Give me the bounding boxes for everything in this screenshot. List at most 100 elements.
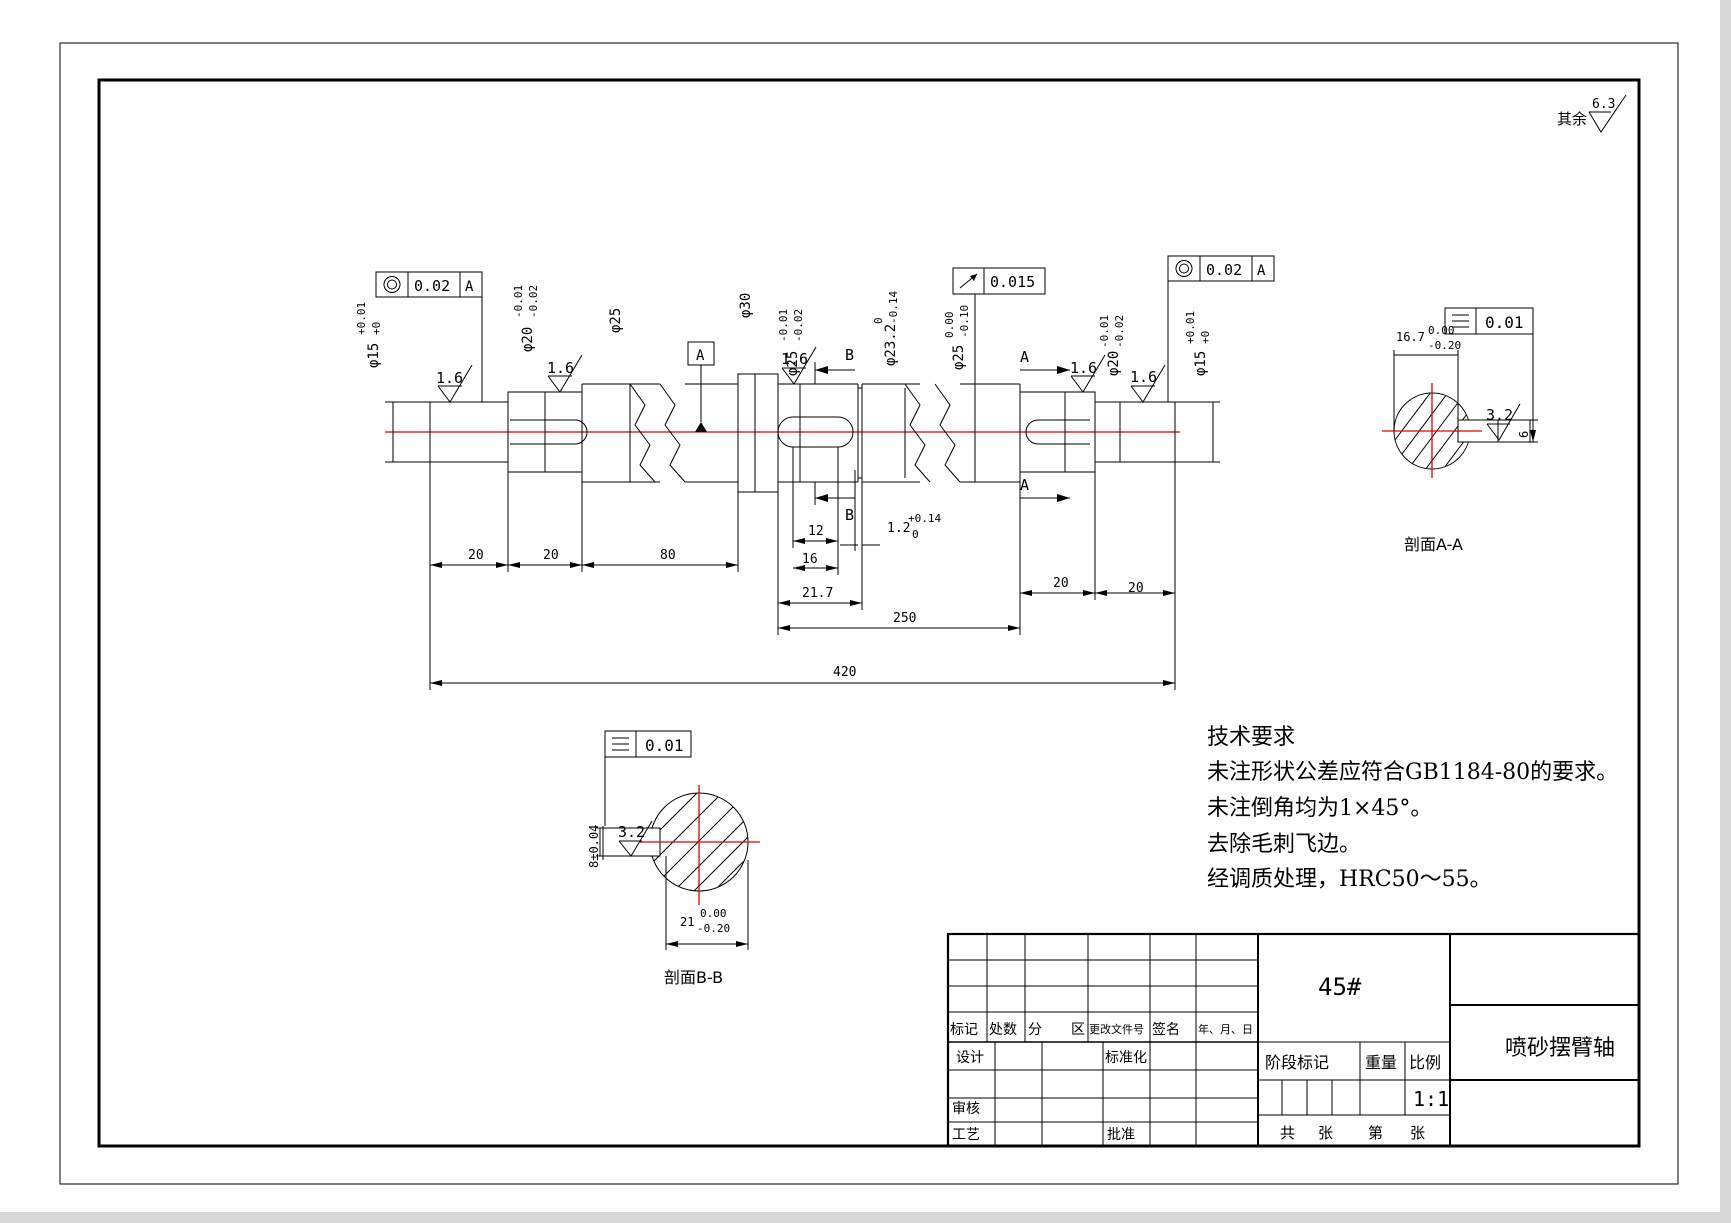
- svg-text:标记: 标记: [950, 1022, 978, 1038]
- svg-text:A: A: [1020, 476, 1029, 494]
- general-roughness: 其余 6.3: [1557, 94, 1627, 133]
- svg-text:张: 张: [1318, 1124, 1333, 1142]
- technical-requirements: 技术要求 未注形状公差应符合GB1184-80的要求。 未注倒角均为1×45°。…: [1207, 725, 1618, 892]
- dim-right-end: φ15: [1193, 351, 1209, 376]
- svg-text:B: B: [845, 346, 854, 364]
- keyway-slot: [777, 416, 854, 448]
- svg-text:3.2: 3.2: [1486, 406, 1513, 424]
- section-b-title: 剖面B-B: [664, 968, 723, 987]
- svg-text:420: 420: [833, 665, 856, 680]
- svg-text:重量: 重量: [1365, 1053, 1397, 1072]
- svg-text:6: 6: [1517, 431, 1531, 438]
- scale-value: 1:1: [1413, 1087, 1449, 1111]
- svg-text:张: 张: [1410, 1124, 1425, 1142]
- svg-text:A: A: [1257, 263, 1266, 279]
- svg-text:更改文件号: 更改文件号: [1089, 1022, 1144, 1036]
- roughness-1: 1.6: [436, 369, 463, 387]
- svg-text:比例: 比例: [1409, 1053, 1441, 1072]
- svg-text:0.00: 0.00: [1428, 324, 1455, 337]
- svg-text:20: 20: [1128, 581, 1144, 596]
- svg-text:共: 共: [1280, 1124, 1295, 1142]
- svg-text:-0.01: -0.01: [512, 285, 525, 318]
- gdt-mid: 0.015: [952, 267, 1046, 384]
- datum-label: A: [696, 348, 705, 364]
- svg-text:0.02: 0.02: [1206, 261, 1242, 279]
- svg-text:0.015: 0.015: [990, 273, 1035, 291]
- svg-text:20: 20: [468, 548, 484, 563]
- title-block: 45# 喷砂摆臂轴 标记 处数 分 区 更改文件号 签名 年、月、日 设计 标准…: [946, 932, 1641, 1148]
- svg-text:20: 20: [543, 548, 559, 563]
- svg-text:B: B: [845, 506, 854, 524]
- material: 45#: [1318, 973, 1362, 1001]
- roughness-2: 1.6: [547, 359, 574, 377]
- svg-text:工艺: 工艺: [952, 1127, 980, 1143]
- roughness-2-icon: [547, 354, 583, 393]
- roughness-5-icon: [1130, 364, 1166, 403]
- dim-right-phi25: φ25: [951, 345, 967, 370]
- svg-text:-0.10: -0.10: [958, 305, 971, 338]
- shaft-view: A φ15 +0.01 +0 φ20 -0.01 -0.02 φ25 φ30 φ…: [355, 255, 1275, 690]
- svg-text:20: 20: [1053, 576, 1069, 591]
- svg-text:+0: +0: [370, 322, 383, 335]
- concentricity-icon: [383, 276, 401, 293]
- svg-text:-0.20: -0.20: [697, 922, 730, 935]
- length-labels: 20 20 80 12 16 21.7 250 20 20 420 1.2 +0…: [468, 512, 1144, 680]
- concentricity-icon: [1175, 260, 1193, 277]
- svg-text:区: 区: [1071, 1022, 1085, 1038]
- roughness-symbol-icon: [1588, 94, 1627, 133]
- svg-text:3.2: 3.2: [618, 823, 645, 841]
- roughness-a-icon: [1486, 403, 1521, 441]
- svg-text:80: 80: [660, 548, 676, 563]
- svg-text:-0.14: -0.14: [887, 291, 900, 324]
- svg-text:0.02: 0.02: [414, 277, 450, 295]
- svg-text:审核: 审核: [952, 1101, 980, 1117]
- svg-text:0.00: 0.00: [700, 907, 727, 920]
- dim-right-journal: φ20: [1106, 351, 1122, 376]
- svg-text:250: 250: [893, 611, 916, 626]
- svg-text:-0.20: -0.20: [1428, 339, 1461, 352]
- svg-text:-0.02: -0.02: [792, 309, 805, 342]
- svg-text:21: 21: [680, 915, 694, 929]
- svg-text:16: 16: [802, 552, 818, 567]
- svg-text:第: 第: [1368, 1124, 1383, 1142]
- svg-text:8±0.04: 8±0.04: [587, 825, 601, 868]
- dim-key-shaft: φ25: [785, 351, 801, 376]
- roughness-4-icon: [1070, 354, 1106, 393]
- datum-box: [687, 341, 715, 366]
- tech-req-line: 去除毛刺飞边。: [1207, 832, 1361, 857]
- svg-text:处数: 处数: [989, 1022, 1017, 1038]
- bottom-edge-bar: [0, 1212, 1731, 1223]
- svg-text:分: 分: [1028, 1022, 1042, 1038]
- section-arrows: B B A A: [814, 346, 1070, 524]
- svg-text:-0.01: -0.01: [777, 309, 790, 342]
- roughness-3: 1.6: [781, 350, 808, 368]
- tech-req-line: 未注倒角均为1×45°。: [1207, 796, 1432, 821]
- svg-text:-0.01: -0.01: [1098, 315, 1111, 348]
- datum-triangle-icon: [695, 422, 707, 432]
- section-a-a: 3.2 6 16.7 0.00 -0.20 0.01 剖面A-A: [1382, 307, 1538, 554]
- svg-text:+0.01: +0.01: [355, 302, 368, 335]
- dim-phi30: φ30: [738, 293, 754, 318]
- svg-text:-0.02: -0.02: [527, 285, 540, 318]
- svg-text:21.7: 21.7: [802, 586, 833, 601]
- general-roughness-value: 6.3: [1592, 97, 1615, 112]
- symmetry-icon: [1452, 314, 1469, 328]
- svg-text:阶段标记: 阶段标记: [1265, 1053, 1329, 1072]
- svg-text:0.00: 0.00: [943, 312, 956, 339]
- diameter-labels: φ15 +0.01 +0 φ20 -0.01 -0.02 φ25 φ30 φ25…: [355, 285, 1212, 376]
- right-edge-bar: [1720, 0, 1731, 1223]
- svg-text:A: A: [465, 279, 474, 295]
- dim-phi25: φ25: [608, 308, 624, 333]
- inner-frame: [97, 78, 1641, 1148]
- roughness-4: 1.6: [1070, 359, 1097, 377]
- part-name: 喷砂摆臂轴: [1505, 1036, 1615, 1061]
- svg-text:批准: 批准: [1107, 1127, 1135, 1143]
- svg-text:1.2: 1.2: [887, 521, 910, 536]
- svg-text:0.01: 0.01: [645, 736, 684, 755]
- svg-text:年、月、日: 年、月、日: [1198, 1022, 1253, 1036]
- section-a-title: 剖面A-A: [1404, 535, 1463, 554]
- svg-text:-0.02: -0.02: [1113, 315, 1126, 348]
- svg-text:12: 12: [808, 524, 824, 539]
- svg-text:A: A: [1020, 348, 1029, 366]
- svg-text:0: 0: [872, 317, 885, 324]
